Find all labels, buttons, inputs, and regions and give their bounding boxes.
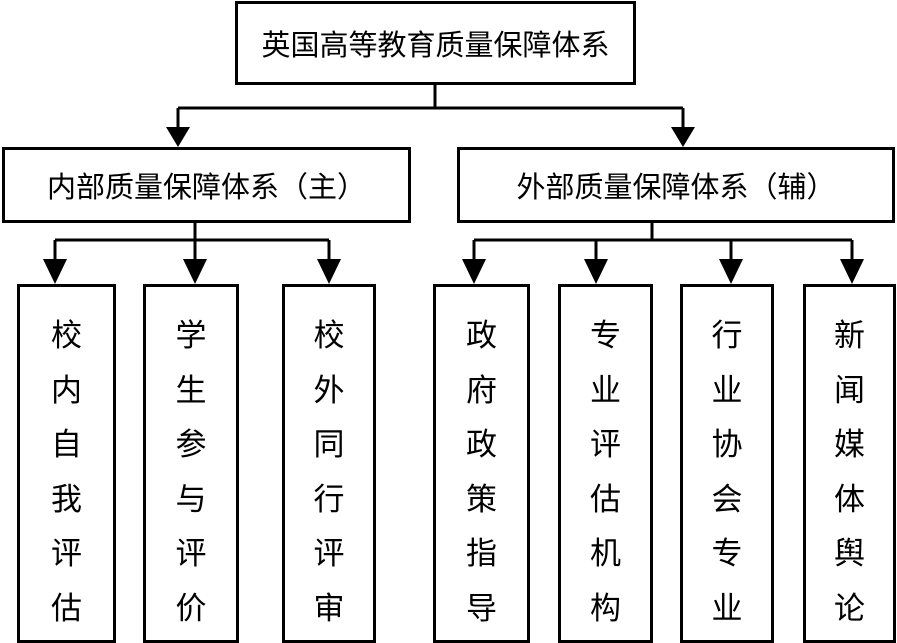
node-char: 学 — [175, 318, 207, 354]
node-char: 府 — [466, 372, 497, 409]
node-char: 体 — [834, 481, 865, 518]
node-char: 行 — [711, 318, 743, 354]
node-char: 校 — [51, 318, 82, 354]
node-char: 指 — [466, 536, 497, 572]
node-char: 机 — [590, 536, 621, 572]
root-node: 英国高等教育质量保障体系 — [235, 1, 636, 85]
node-char: 校 — [313, 318, 345, 354]
node-char: 内 — [51, 372, 82, 409]
node-char: 与 — [175, 481, 207, 518]
arrowhead-icon — [584, 259, 608, 284]
node-char: 评 — [590, 427, 621, 463]
node-char: 业 — [590, 372, 621, 409]
node-char: 价 — [175, 590, 207, 627]
arrowhead-icon — [183, 259, 207, 284]
node-char: 审 — [313, 590, 345, 627]
arrowhead-icon — [840, 259, 864, 284]
node-char: 生 — [175, 372, 207, 409]
arrowhead-icon — [671, 127, 695, 147]
node-char: 估 — [51, 590, 82, 627]
node-char: 舆 — [834, 536, 865, 572]
node-char: 专 — [711, 536, 743, 572]
arrowhead-icon — [719, 259, 743, 284]
arrowhead-icon — [166, 127, 190, 147]
node-char: 自 — [51, 427, 82, 463]
internal-child-node-student-evaluation: 学 生 参 与 评 价 — [143, 284, 239, 643]
node-char: 策 — [466, 481, 497, 518]
arrowhead-icon — [462, 259, 486, 284]
arrowhead-icon — [317, 259, 341, 284]
node-char: 评 — [313, 536, 345, 572]
node-char: 参 — [175, 427, 207, 463]
node-char: 协 — [711, 427, 743, 463]
node-char: 论 — [834, 590, 865, 627]
node-char: 评 — [175, 536, 207, 572]
node-char: 媒 — [834, 427, 865, 463]
internal-child-node-peer-review: 校 外 同 行 评 审 — [282, 284, 376, 643]
node-char: 导 — [466, 590, 497, 627]
node-char: 政 — [466, 427, 497, 463]
node-char: 同 — [313, 427, 345, 463]
internal-system-node: 内部质量保障体系（主） — [2, 147, 411, 223]
external-system-label: 外部质量保障体系（辅） — [516, 170, 836, 204]
node-char: 行 — [313, 481, 345, 518]
node-char: 外 — [313, 372, 345, 409]
node-char: 专 — [590, 318, 621, 354]
node-char: 政 — [466, 318, 497, 354]
node-char: 业 — [711, 590, 743, 627]
external-child-node-government-policy: 政 府 政 策 指 导 — [433, 284, 530, 643]
node-char: 新 — [834, 318, 865, 354]
internal-child-node-self-assessment: 校 内 自 我 评 估 — [17, 284, 116, 643]
node-char: 构 — [590, 590, 621, 627]
node-char: 我 — [51, 481, 82, 518]
node-char: 估 — [590, 481, 621, 518]
internal-system-label: 内部质量保障体系（主） — [46, 170, 366, 204]
root-label: 英国高等教育质量保障体系 — [261, 28, 610, 62]
node-char: 会 — [711, 481, 743, 518]
node-char: 评 — [51, 536, 82, 572]
external-system-node: 外部质量保障体系（辅） — [457, 147, 895, 223]
node-char: 业 — [711, 372, 743, 409]
arrowhead-icon — [43, 259, 67, 284]
external-child-node-news-media: 新 闻 媒 体 舆 论 — [803, 284, 896, 643]
external-child-node-industry-associations: 行 业 协 会 专 业 — [680, 284, 774, 643]
external-child-node-professional-agencies: 专 业 评 估 机 构 — [558, 284, 653, 643]
node-char: 闻 — [834, 372, 865, 409]
